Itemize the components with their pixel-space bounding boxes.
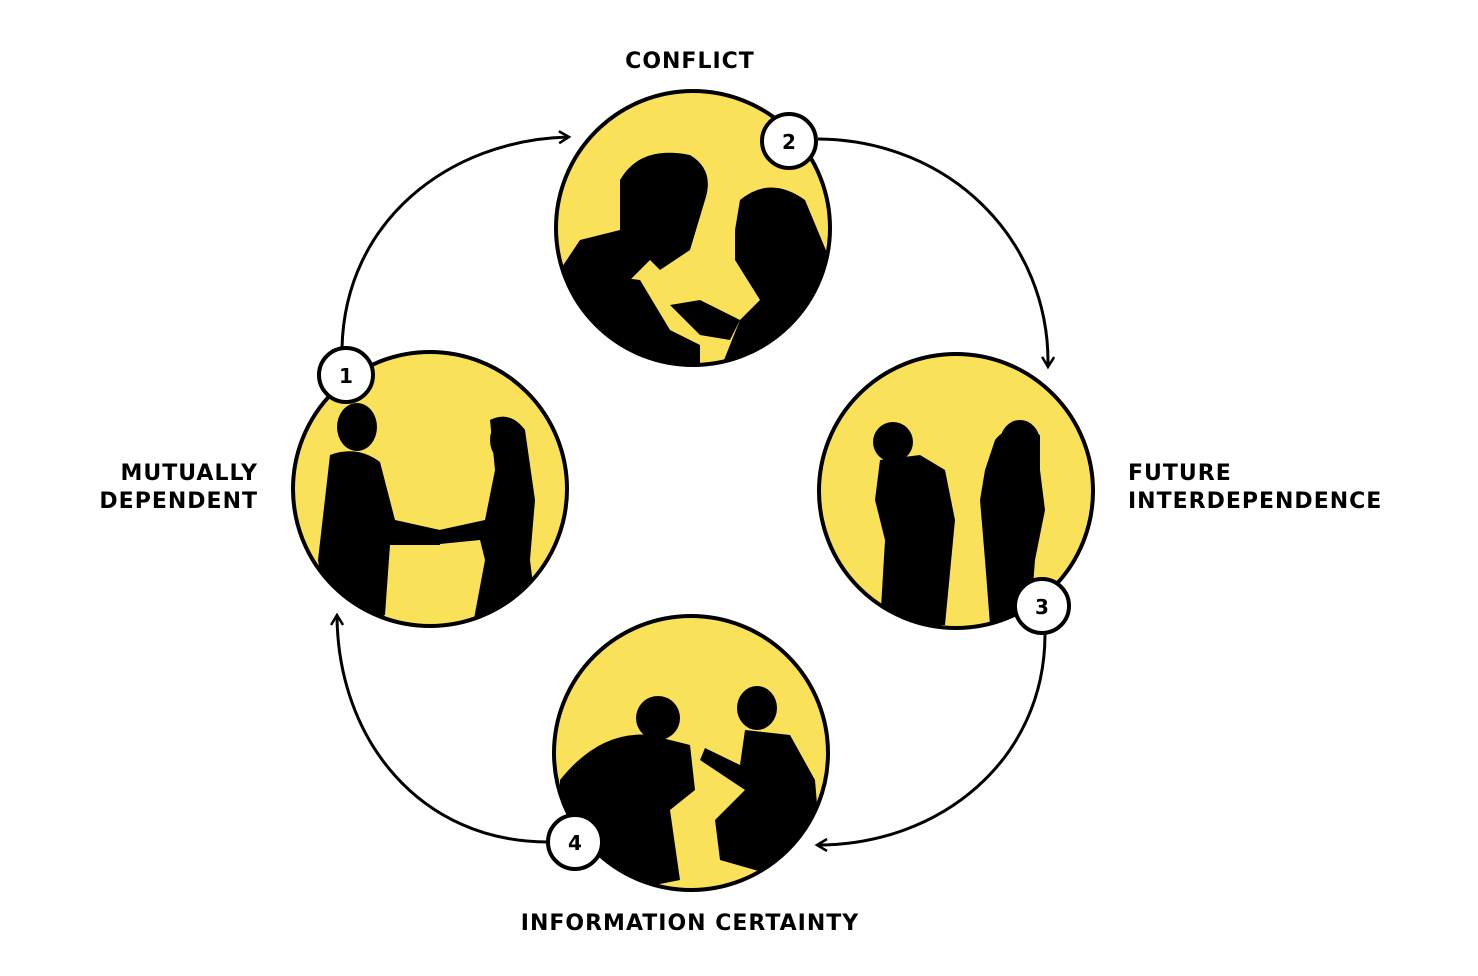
stage-2-label: CONFLICT <box>560 48 820 76</box>
stage-2-image <box>554 89 832 367</box>
arrow-1-to-2 <box>340 137 568 349</box>
arrow-4-to-1 <box>337 616 549 844</box>
stage-3-label: FUTURE INTERDEPENDENCE <box>1128 460 1468 516</box>
stage-4-label: INFORMATION CERTAINTY <box>460 910 920 938</box>
step-badge-2 <box>760 112 818 170</box>
label-line: FUTURE <box>1128 461 1232 486</box>
step-number-4: 4 <box>568 831 582 855</box>
label-line: INTERDEPENDENCE <box>1128 489 1383 514</box>
label-line: MUTUALLY <box>120 461 258 486</box>
stage-1-image <box>291 350 569 628</box>
step-badge-1 <box>317 346 375 404</box>
arrow-2-to-3 <box>817 137 1048 366</box>
step-badge-4 <box>546 813 604 871</box>
step-number-3: 3 <box>1035 595 1049 619</box>
label-line: INFORMATION CERTAINTY <box>520 911 860 936</box>
step-number-2: 2 <box>782 130 796 154</box>
stage-3-image <box>817 352 1095 630</box>
stage-4-image <box>552 614 830 892</box>
step-badge-3 <box>1013 577 1071 635</box>
label-line: DEPENDENT <box>99 489 258 514</box>
label-line: CONFLICT <box>625 49 755 74</box>
step-number-1: 1 <box>339 364 353 388</box>
stage-1-label: MUTUALLY DEPENDENT <box>40 460 258 516</box>
arrow-3-to-4 <box>818 633 1047 845</box>
